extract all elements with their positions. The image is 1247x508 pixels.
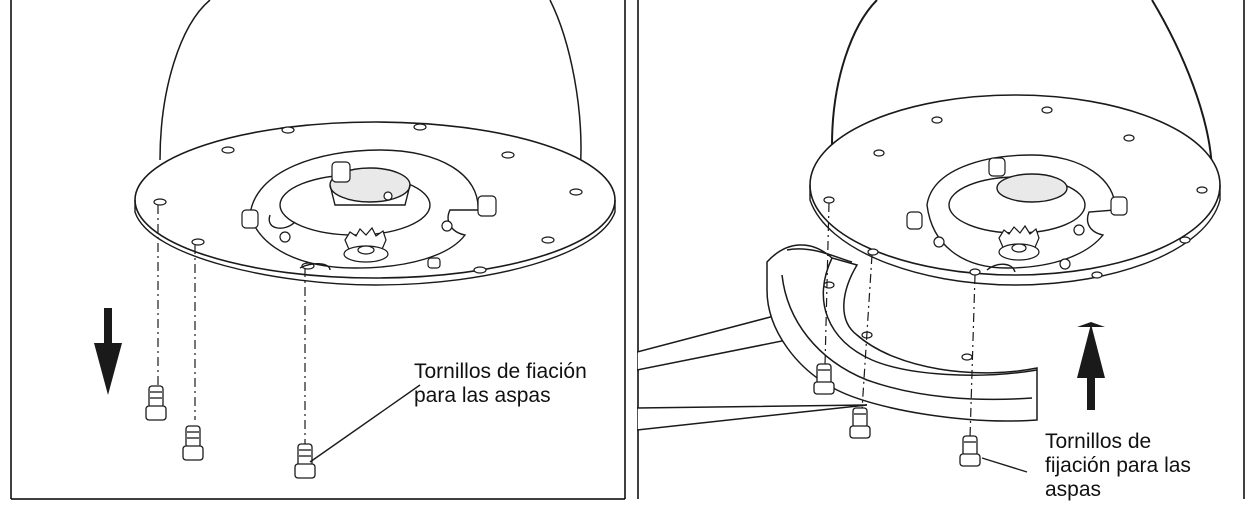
- guide-lines: [157, 205, 306, 445]
- screw: [813, 363, 835, 395]
- screw-group: [145, 385, 316, 479]
- castle-nut: [343, 226, 389, 263]
- screw-group: [813, 363, 981, 467]
- plate-holes: [153, 123, 583, 274]
- hub-nuts: [906, 157, 1128, 270]
- hub-nuts: [241, 161, 497, 269]
- screw: [182, 425, 204, 461]
- down-arrow-icon: [94, 308, 122, 395]
- dome-shape: [831, 0, 1213, 176]
- callout-label: Tornillos de fiación para las aspas: [414, 360, 587, 407]
- screw: [959, 435, 981, 467]
- callout-leader: [309, 384, 421, 463]
- screw: [145, 385, 167, 421]
- callout-label: Tornillos de fijación para las aspas: [1045, 430, 1191, 501]
- blade: [637, 244, 1038, 431]
- left-panel: Tornillos de fiación para las aspas: [10, 0, 626, 500]
- left-illustration: [10, 0, 626, 500]
- up-arrow-icon: [1077, 322, 1105, 410]
- screw: [294, 443, 316, 479]
- right-panel: Tornillos de fijación para las aspas: [637, 0, 1245, 501]
- castle-nut: [998, 224, 1040, 261]
- right-illustration: [637, 0, 1245, 499]
- center-hub: [926, 154, 1116, 273]
- dome-shape: [159, 0, 582, 176]
- screw: [849, 407, 871, 439]
- panel-frame: [10, 0, 626, 500]
- guide-lines: [824, 202, 976, 439]
- callout-leader: [981, 457, 1028, 473]
